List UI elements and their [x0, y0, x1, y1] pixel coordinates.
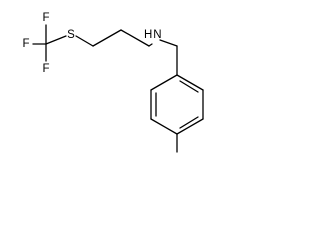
- fluorine-bottom-label: F: [42, 63, 49, 75]
- fluorine-top-label: F: [42, 12, 49, 24]
- ring-bond-3: [176, 118, 204, 135]
- sulfur-label: S: [67, 29, 75, 41]
- molecule-drawing: F F F S H N: [22, 12, 204, 153]
- bond-c2-c3: [92, 29, 122, 47]
- amine-label: H N: [144, 29, 162, 41]
- ring-bond-6: [150, 74, 178, 91]
- ring-bond-4: [150, 118, 178, 135]
- ring-bond-1: [176, 74, 204, 91]
- bond-n-c5: [159, 39, 178, 47]
- ring-double-bond-1: [179, 80, 199, 93]
- bond-c1-s: [45, 35, 67, 45]
- chemical-structure-canvas: F F F S H N: [0, 0, 226, 163]
- fluorine-left-label: F: [22, 38, 29, 50]
- ring-double-bond-2: [179, 116, 199, 129]
- bond-c4-n: [148, 43, 153, 47]
- bond-s-c2: [75, 35, 94, 47]
- bond-c3-c4: [120, 29, 150, 47]
